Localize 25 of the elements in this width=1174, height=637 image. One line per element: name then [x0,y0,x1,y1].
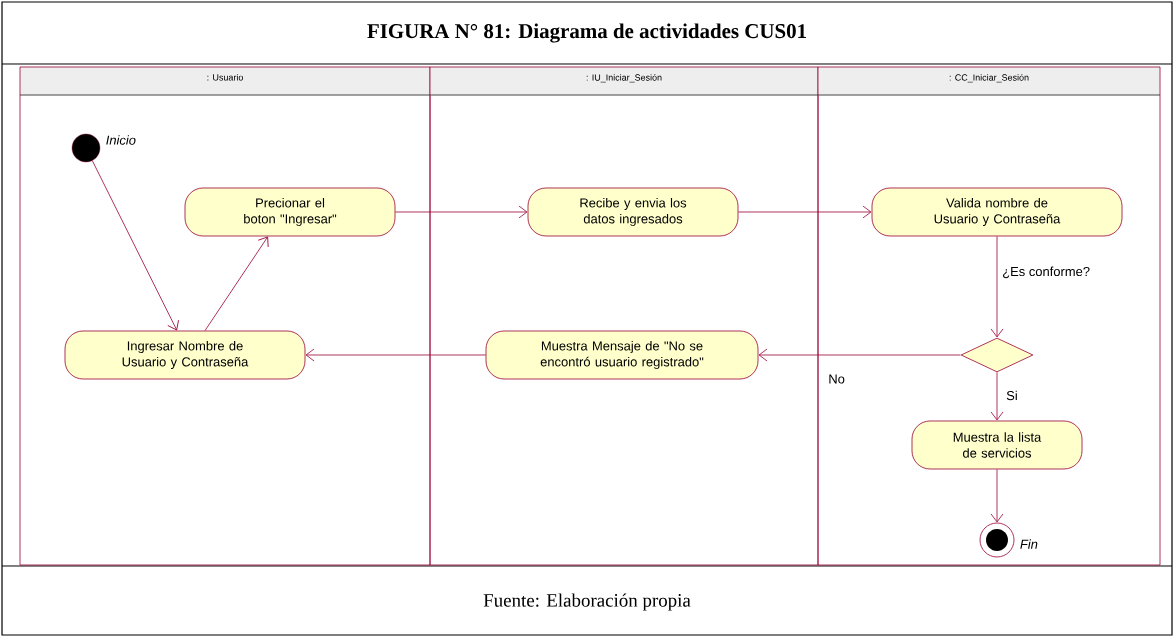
title: FIGURA N° 81: Diagrama de actividades CUS01 [367,23,806,43]
activity-box: Precionar el boton "Ingresar" [184,187,396,237]
node-caption: Fin [1020,539,1038,549]
arrow [305,348,486,362]
end-dot [979,522,1015,558]
activity-box: Valida nombre de Usuario y Contraseña [871,187,1123,237]
arrow [395,205,528,219]
edge-label: ¿Es conforme? [1001,265,1091,280]
edge-label: No [827,373,846,385]
activity-box: Muestra la lista de servicios [911,420,1083,470]
start-dot [71,133,101,163]
arrow [990,372,1004,421]
caption: Fuente: Elaboración propia [483,593,691,611]
edge-label: Si [1005,389,1019,402]
node-caption: Inicio [106,135,136,145]
arrow [758,348,961,362]
decision-diamond [960,337,1034,373]
arrow [204,236,269,331]
arrow [91,160,179,331]
activity-box: Muestra Mensaje de "No se encontró usuario registrado" [485,330,759,380]
activity-box: Ingresar Nombre de Usuario y Contraseña [64,330,306,380]
arrow [990,469,1004,523]
arrow [990,236,1004,338]
activity-box: Recibe y envia los datos ingresados [527,187,739,237]
arrow [738,205,872,219]
